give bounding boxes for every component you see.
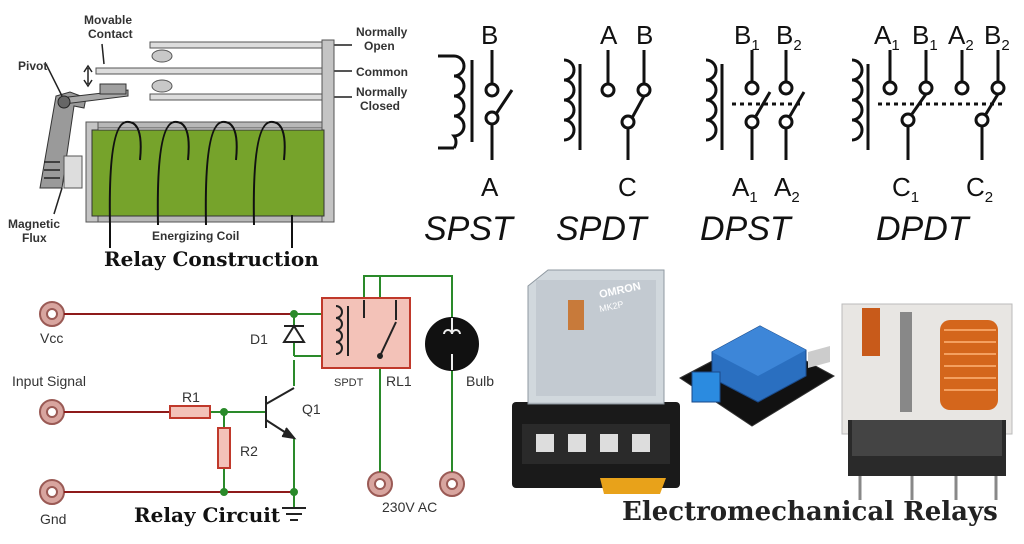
vcc-terminal bbox=[39, 301, 65, 327]
ac-label: 230V AC bbox=[382, 499, 437, 515]
spst-name: SPST bbox=[424, 210, 515, 248]
spst-top-label: B bbox=[481, 20, 498, 50]
dpst-top-2-label: B2 bbox=[776, 20, 802, 54]
coil-windings bbox=[108, 120, 286, 226]
spst-bottom-label: A bbox=[481, 172, 499, 202]
ac-terminal-2 bbox=[439, 471, 465, 497]
relay-symbols bbox=[438, 50, 1006, 160]
spdt-bottom-label: C bbox=[618, 172, 637, 202]
gnd-terminal bbox=[39, 479, 65, 505]
dpdt-name: DPDT bbox=[876, 210, 971, 248]
gnd-label: Gnd bbox=[40, 511, 66, 527]
common-strip bbox=[95, 67, 323, 75]
spdt-top-a-label: A bbox=[600, 20, 618, 50]
spdt-symbol bbox=[563, 50, 652, 160]
d1-label: D1 bbox=[250, 331, 268, 347]
vcc-label: Vcc bbox=[40, 330, 63, 346]
blue-relay-module-photo bbox=[679, 325, 836, 427]
q1-label: Q1 bbox=[302, 401, 321, 417]
spst-symbol bbox=[438, 50, 514, 160]
dpst-name: DPST bbox=[700, 210, 793, 248]
input-signal-label: Input Signal bbox=[12, 373, 86, 389]
ac-terminal-1 bbox=[367, 471, 393, 497]
relay-construction-caption: Relay Construction bbox=[104, 247, 319, 271]
common-label: Common bbox=[356, 65, 408, 79]
relay-photos: OMRON MK2P Electromechanical Relays bbox=[512, 269, 1013, 527]
ground-symbol bbox=[282, 507, 306, 521]
bulb-lamp bbox=[425, 317, 479, 371]
spdt-label: SPDT bbox=[334, 377, 364, 389]
r2-label: R2 bbox=[240, 443, 258, 459]
energizing-coil-label: Energizing Coil bbox=[152, 229, 239, 243]
coil-body bbox=[91, 129, 325, 217]
model-text: MK2P bbox=[598, 299, 624, 314]
spdt-name: SPDT bbox=[556, 210, 649, 248]
resistor-r2 bbox=[217, 427, 231, 469]
dpdt-a1-label: A1 bbox=[874, 20, 900, 54]
diode-d1 bbox=[282, 324, 306, 343]
dpdt-symbol bbox=[851, 50, 1006, 160]
dpdt-c1-label: C1 bbox=[892, 172, 919, 206]
dpdt-b1-label: B1 bbox=[912, 20, 938, 54]
dpst-top-1-label: B1 bbox=[734, 20, 760, 54]
dpdt-b2-label: B2 bbox=[984, 20, 1010, 54]
input-terminal bbox=[39, 399, 65, 425]
bulb-label: Bulb bbox=[466, 373, 494, 389]
rl1-label: RL1 bbox=[386, 373, 412, 389]
normally-open-strip bbox=[149, 41, 323, 49]
dpdt-a2-label: A2 bbox=[948, 20, 974, 54]
dpst-bottom-1-label: A1 bbox=[732, 172, 758, 206]
spdt-top-b-label: B bbox=[636, 20, 653, 50]
resistor-r1 bbox=[169, 405, 211, 419]
electromechanical-relays-caption: Electromechanical Relays bbox=[622, 497, 998, 527]
transistor-q1 bbox=[265, 387, 297, 440]
open-relay-photo bbox=[841, 303, 1013, 500]
pivot-label: Pivot bbox=[18, 59, 47, 73]
relay-circuit-caption: Relay Circuit bbox=[134, 503, 281, 527]
dpst-symbol bbox=[705, 50, 806, 160]
dpdt-c2-label: C2 bbox=[966, 172, 993, 206]
relay-symbol-labels: B A SPST A B C SPDT B1 B2 A1 A2 DPST A1 … bbox=[424, 20, 1010, 248]
dpst-bottom-2-label: A2 bbox=[774, 172, 800, 206]
relay-circuit-labels: Vcc Input Signal Gnd D1 R1 R2 Q1 SPDT RL… bbox=[12, 330, 494, 527]
r1-label: R1 bbox=[182, 389, 200, 405]
omron-relay-photo: OMRON MK2P bbox=[512, 269, 680, 494]
relay-circuit-diagram bbox=[39, 275, 479, 521]
normally-closed-strip bbox=[149, 93, 323, 101]
pivot-point bbox=[57, 95, 71, 109]
